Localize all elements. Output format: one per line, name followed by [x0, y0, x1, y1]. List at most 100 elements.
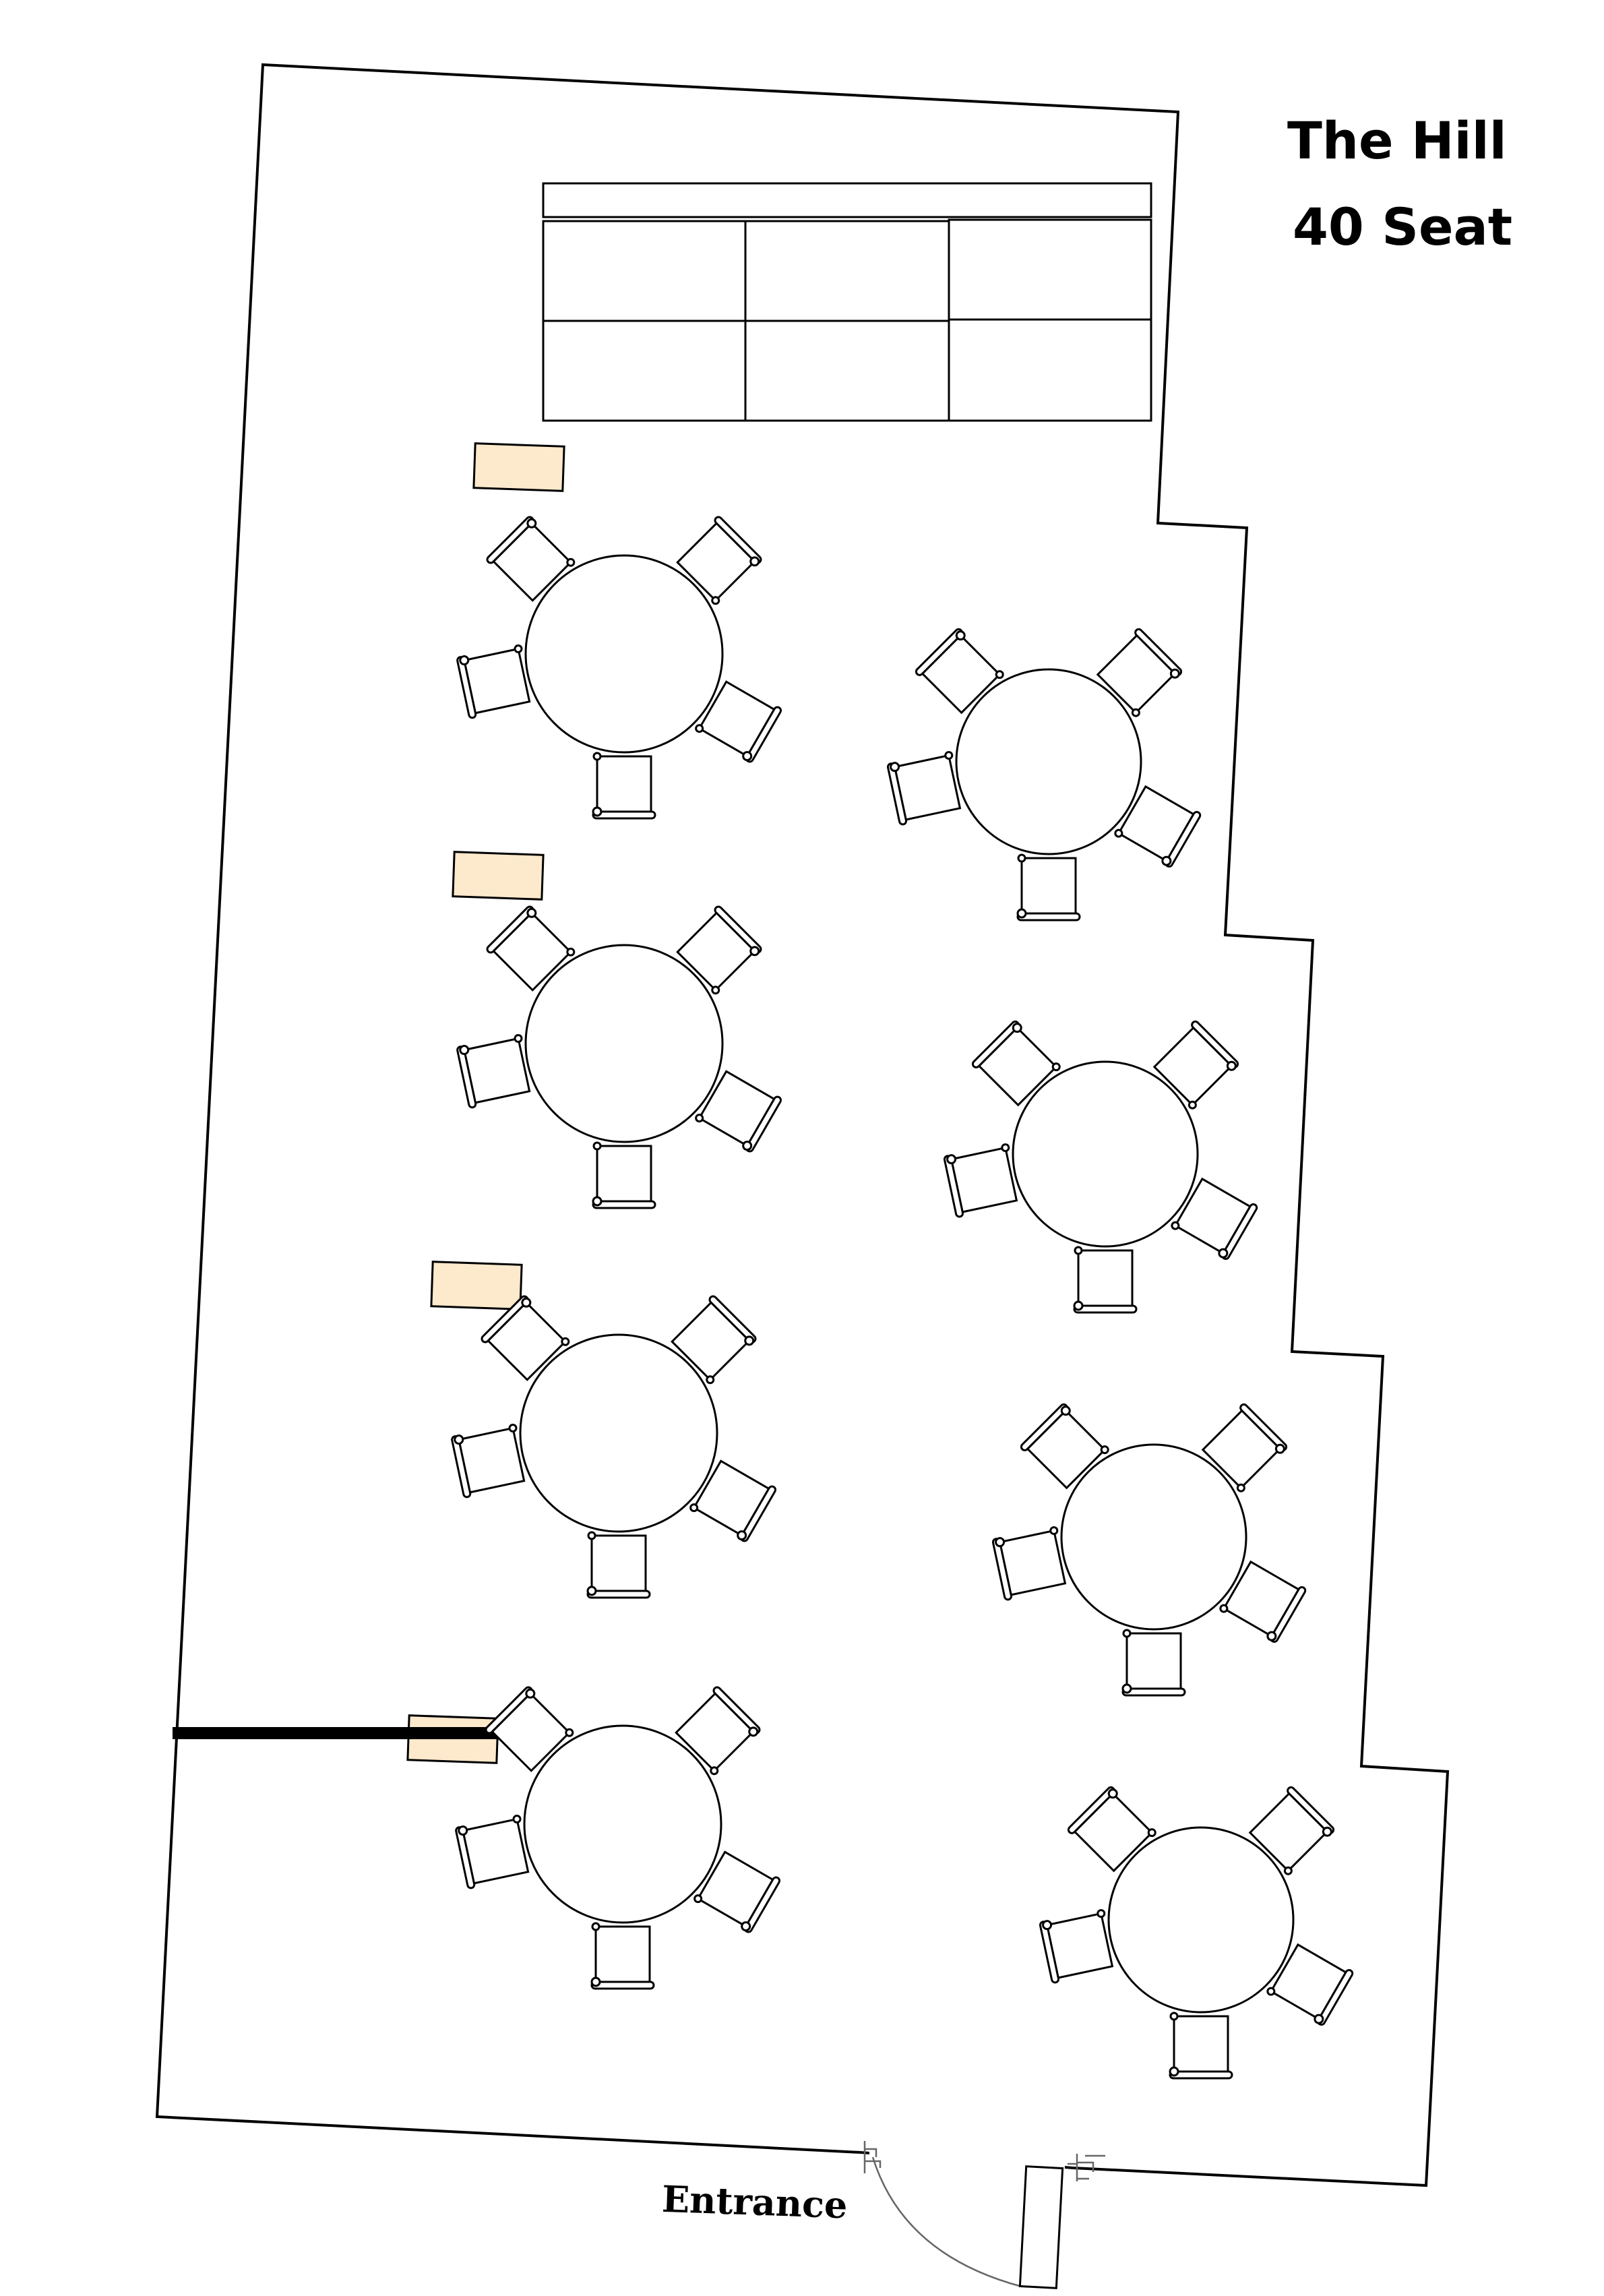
- partition-bar: [173, 1727, 500, 1739]
- chair-back: [745, 706, 782, 763]
- chair: [676, 516, 762, 605]
- chair-post: [1236, 1483, 1245, 1492]
- chair-post: [711, 596, 720, 605]
- chair-back: [708, 1295, 757, 1343]
- chair-post: [689, 1503, 699, 1513]
- chair-post: [565, 1728, 574, 1737]
- chair: [675, 1686, 761, 1776]
- chair: [1096, 628, 1183, 717]
- chair-post: [995, 1537, 1006, 1548]
- chair-back: [1221, 1203, 1258, 1261]
- chair-post: [591, 1922, 600, 1931]
- chair-back: [592, 810, 656, 820]
- chair-back: [712, 1686, 761, 1734]
- chair: [1067, 1786, 1156, 1873]
- table-group: [451, 1295, 777, 1599]
- chair-back: [943, 1155, 964, 1218]
- chair: [693, 1850, 781, 1933]
- head-table-section: [542, 220, 747, 322]
- chair-post: [1131, 708, 1140, 717]
- chair-post: [742, 751, 753, 762]
- chair-post: [454, 1434, 464, 1445]
- table-group: [991, 1403, 1307, 1697]
- chair-post: [710, 1766, 719, 1776]
- chair: [1152, 1020, 1239, 1110]
- capacity-label: 40 Seat: [1293, 197, 1512, 257]
- chair: [695, 680, 782, 763]
- chair-post: [744, 1335, 755, 1346]
- door-swing-arc: [871, 2156, 1022, 2288]
- chair: [456, 1034, 531, 1109]
- chair-back: [886, 762, 908, 826]
- chair-back: [586, 1590, 651, 1599]
- chair-back: [714, 516, 762, 564]
- round-tables: [451, 516, 1354, 2080]
- mat: [452, 851, 545, 901]
- round-table: [1107, 1826, 1295, 2014]
- chair-post: [566, 947, 576, 957]
- chair-post: [508, 1424, 518, 1433]
- chair-post: [1016, 908, 1027, 919]
- table-group: [943, 1020, 1258, 1314]
- chair-post: [592, 752, 602, 761]
- chair-post: [521, 1297, 532, 1308]
- chair-back: [971, 1020, 1020, 1068]
- chair-post: [995, 670, 1004, 679]
- chair-back: [740, 1485, 777, 1542]
- chair-post: [1073, 1300, 1084, 1311]
- chair-post: [749, 556, 760, 567]
- chair-back: [744, 1876, 781, 1933]
- chair-post: [955, 630, 966, 641]
- entrance-door: [863, 2141, 1105, 2289]
- chair-back: [481, 1295, 529, 1343]
- chair-back: [456, 656, 477, 719]
- room-name: The Hill: [1287, 111, 1507, 171]
- chair-post: [459, 1045, 470, 1056]
- chair-seat: [594, 1925, 651, 1983]
- chair-post: [749, 946, 760, 957]
- chair: [451, 1424, 526, 1499]
- round-table: [955, 668, 1142, 855]
- chair: [971, 1020, 1061, 1107]
- head-table-section: [542, 320, 747, 422]
- chair-back: [915, 628, 963, 676]
- chair-back: [1134, 628, 1183, 676]
- table-group: [886, 628, 1202, 922]
- door-jamb-right: [1068, 2154, 1105, 2181]
- chair-back: [1020, 1403, 1068, 1451]
- chair: [1266, 1943, 1354, 2026]
- chair-post: [1274, 1443, 1285, 1454]
- chair: [671, 1295, 757, 1385]
- chair-post: [742, 1141, 753, 1151]
- chair-post: [693, 1894, 703, 1904]
- chair-post: [459, 655, 470, 666]
- chair-post: [1169, 2066, 1179, 2077]
- chair-back: [745, 1095, 782, 1153]
- chair-seat: [596, 1145, 652, 1203]
- chair: [1219, 1560, 1307, 1643]
- chair: [695, 1070, 782, 1153]
- chair-seat: [596, 755, 652, 813]
- chair-post: [748, 1726, 759, 1737]
- chair-post: [1283, 1866, 1293, 1875]
- entrance-label: Entrance: [661, 2177, 848, 2227]
- chair: [1121, 1629, 1186, 1697]
- chair-post: [1100, 1445, 1109, 1455]
- chair-post: [1012, 1023, 1022, 1033]
- chair-post: [590, 1976, 601, 1987]
- chair-back: [1073, 1304, 1138, 1314]
- chair-post: [1017, 853, 1026, 863]
- chair-post: [1322, 1826, 1332, 1837]
- chair: [481, 1295, 570, 1381]
- head-table-section: [948, 318, 1152, 422]
- chair-post: [944, 751, 954, 760]
- chair: [991, 1526, 1067, 1601]
- round-table: [1012, 1060, 1199, 1248]
- chair-post: [1060, 1406, 1071, 1416]
- chair: [1016, 853, 1081, 922]
- chair-back: [1169, 2070, 1233, 2080]
- chair-post: [946, 1154, 957, 1165]
- chair-post: [1187, 1100, 1197, 1110]
- chair-back: [1067, 1786, 1115, 1834]
- chair-post: [1218, 1248, 1229, 1259]
